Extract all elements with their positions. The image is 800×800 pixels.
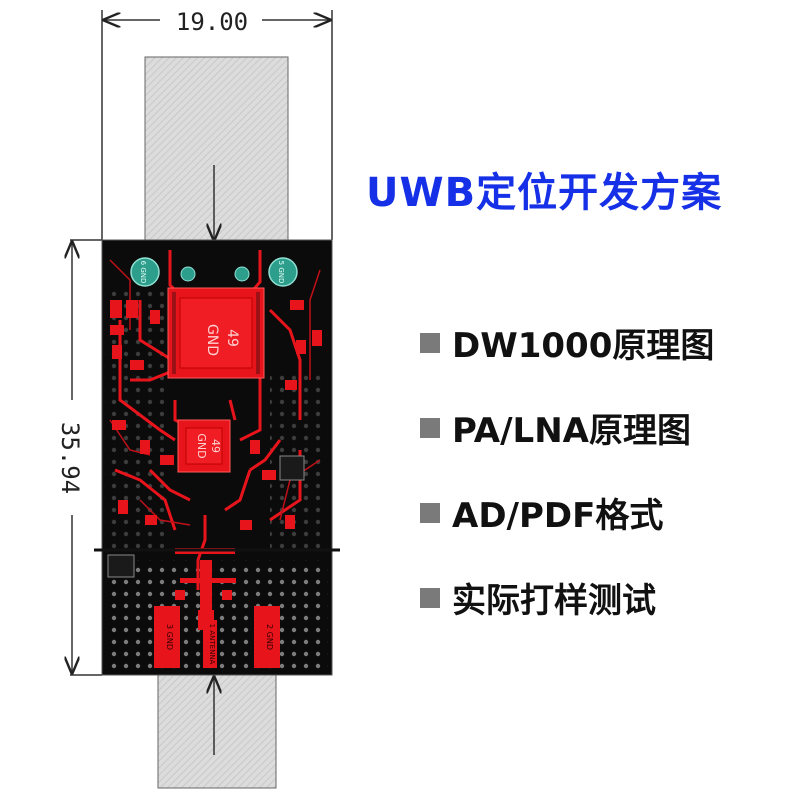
square-bullet-icon [420,587,440,608]
feature-label: 实际打样测试 [452,581,656,621]
svg-text:6 GND: 6 GND [139,261,147,284]
width-dimension: 19.00 [101,8,333,240]
crystal [107,554,135,578]
pad-1: 1 ANTENNA [203,620,217,668]
svg-text:2 GND: 2 GND [265,624,274,650]
svg-text:5 GND: 5 GND [277,261,285,284]
pcb-board: 49 GND 49 GND 6 GND 5 GND 3 GND [94,239,340,676]
svg-text:3 GND: 3 GND [165,624,174,650]
dw1000-chip: 49 GND [167,287,265,379]
pad-2: 2 GND [254,606,280,668]
feature-item: 实际打样测试 [420,555,714,640]
via-green-2 [234,266,250,282]
feature-list: DW1000原理图 PA/LNA原理图 AD/PDF格式 实际打样测试 [420,300,714,640]
square-bullet-icon [420,417,440,438]
bottom-keepout [157,672,277,789]
feature-label: DW1000原理图 [452,326,715,366]
page-title: UWB定位开发方案 [366,170,723,216]
height-dimension-value: 35.94 [56,422,84,494]
feature-label: AD/PDF格式 [452,496,664,536]
feature-item: DW1000原理图 [420,300,714,385]
dw1000-pad-number: 49 [224,329,240,347]
pad-3: 3 GND [154,606,180,668]
pad-5: 5 GND [268,257,298,287]
width-dimension-value: 19.00 [176,8,248,36]
feature-item: PA/LNA原理图 [420,385,714,470]
pcb-drawing: 19.00 35.94 [56,8,340,789]
pa-lna-pad-number: 49 [209,439,222,453]
svg-text:1 ANTENNA: 1 ANTENNA [208,624,216,665]
feature-item: AD/PDF格式 [420,470,714,555]
pa-lna-chip: 49 GND [177,419,231,473]
pad-6: 6 GND [130,257,160,287]
feature-label: PA/LNA原理图 [452,411,691,451]
top-keepout [144,56,289,243]
square-bullet-icon [420,502,440,523]
via-green-1 [180,266,196,282]
pa-lna-pad-gnd: GND [195,433,208,458]
height-dimension: 35.94 [56,239,102,676]
dw1000-pad-gnd: GND [204,324,220,356]
small-ic [279,455,305,481]
square-bullet-icon [420,332,440,353]
